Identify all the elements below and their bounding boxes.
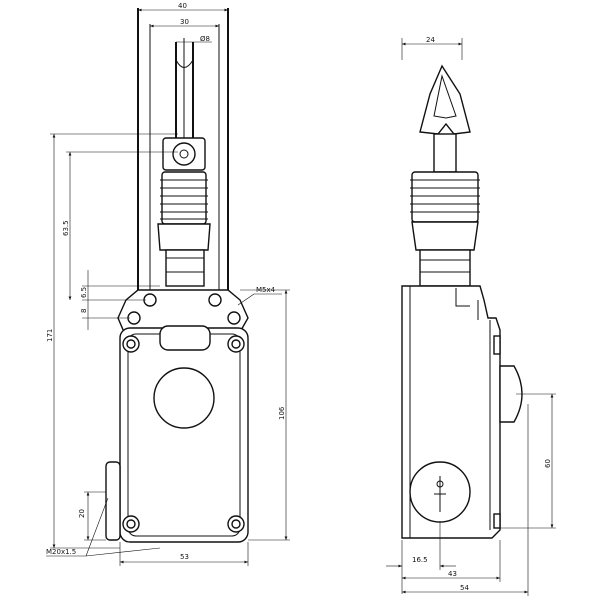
side-reset-button (499, 365, 523, 423)
dim-front-8: 8 (80, 309, 88, 313)
dim-front-dia8: Ø8 (200, 35, 210, 43)
pulley-eye (162, 38, 206, 171)
reset-button (153, 367, 215, 429)
side-view: 24 60 16.5 43 54 (386, 36, 556, 596)
dim-front-40: 40 (178, 2, 187, 10)
bellows (160, 171, 208, 225)
cable-gland (105, 461, 121, 541)
dim-front-m20x1-5: M20x1.5 (46, 548, 76, 556)
switch-body (119, 327, 249, 543)
dim-side-60: 60 (544, 459, 552, 468)
body-screws (122, 335, 245, 533)
side-bellows (410, 171, 480, 223)
dim-side-24: 24 (426, 36, 435, 44)
dim-front-30: 30 (180, 18, 189, 26)
dim-front-63-5: 63.5 (62, 220, 70, 236)
dim-side-43: 43 (448, 570, 457, 578)
dim-front-20: 20 (78, 509, 86, 518)
dim-front-53: 53 (180, 553, 189, 561)
dim-front-6-5: 6.5 (80, 287, 88, 298)
dim-side-16-5: 16.5 (412, 556, 428, 564)
front-view: 40 30 Ø8 171 63.5 6.5 8 M5x4 106 (46, 2, 290, 566)
side-pointer (419, 64, 471, 173)
dim-side-54: 54 (460, 584, 469, 592)
dim-front-106: 106 (278, 406, 286, 420)
dim-front-171: 171 (46, 329, 54, 342)
